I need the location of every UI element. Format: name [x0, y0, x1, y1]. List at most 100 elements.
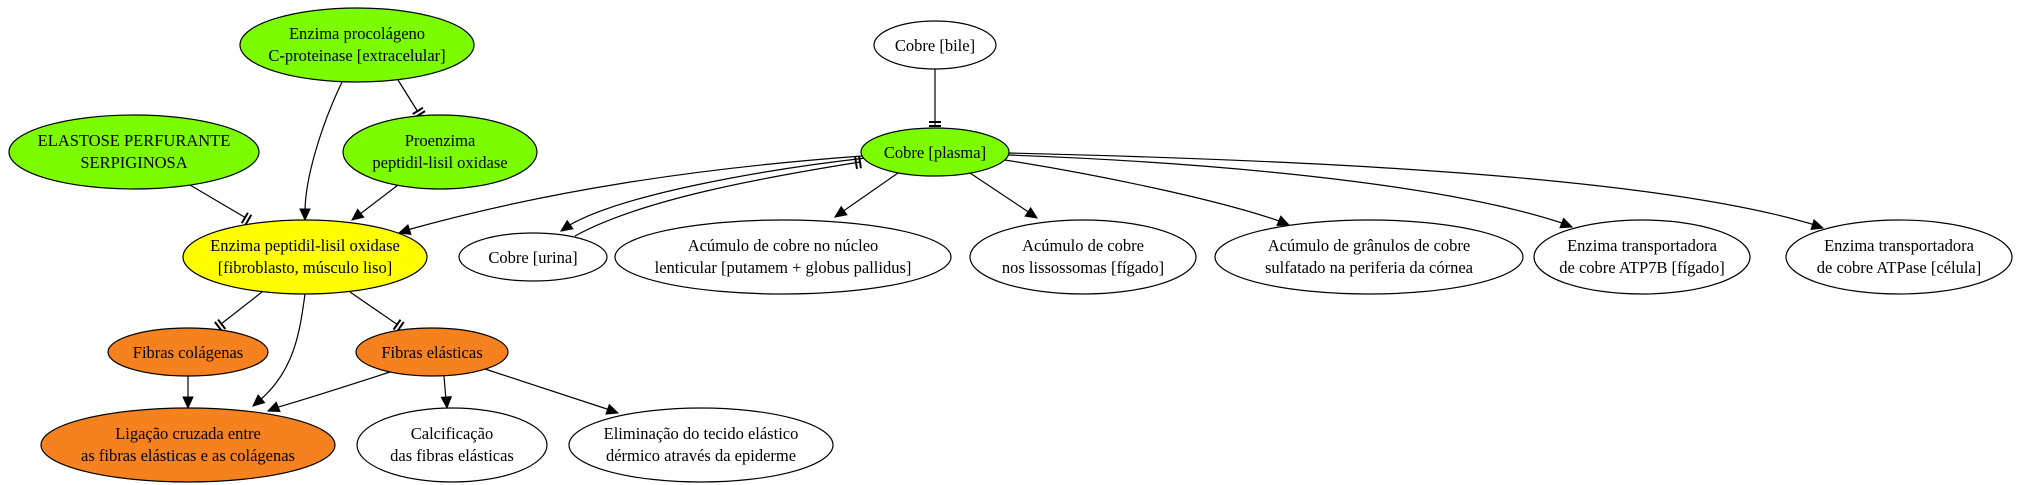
node-label-line: peptidil-lisil oxidase [372, 153, 507, 172]
tee-marker [217, 318, 227, 330]
node-shape [1533, 219, 1751, 295]
node-shape [342, 114, 538, 190]
tee-marker [240, 212, 249, 224]
edge-cobre-bile-to-cobre-plasma [929, 69, 941, 127]
arrowhead-marker [351, 208, 365, 221]
node-label-line: Ligação cruzada entre [115, 424, 261, 443]
node-acumulo-nucleo: Acúmulo de cobre no núcleo lenticular [p… [614, 219, 952, 295]
edge-elasticas-to-calcificacao [440, 375, 453, 410]
edge-enzima-lox-to-ligacao [252, 293, 306, 407]
edge-cobre-plasma-to-acumulo-nucleo [834, 172, 899, 218]
edge-line [359, 184, 399, 215]
node-label-line: Fibras elásticas [381, 343, 482, 362]
node-shape [1214, 219, 1524, 295]
edge-line [349, 291, 399, 326]
edge-procolageno-to-proenzima [397, 79, 426, 119]
arrowhead-marker [834, 205, 848, 218]
edge-elasticas-to-ligacao [266, 371, 391, 412]
node-label-line: SERPIGINOSA [80, 153, 187, 172]
node-acumulo-lisossomas: Acúmulo de cobre nos lissossomas [fígado… [969, 219, 1197, 295]
edge-line [574, 161, 861, 237]
node-shape [355, 327, 509, 377]
arrowhead-marker [1810, 219, 1825, 231]
node-label-line: [fibroblasto, músculo liso] [218, 258, 393, 277]
node-label-line: Proenzima [405, 131, 476, 150]
node-label-line: ELASTOSE PERFURANTE [38, 131, 231, 150]
node-shape [239, 7, 475, 83]
node-label-line: Cobre [bile] [895, 36, 975, 55]
node-calcificacao: Calcificação das fibras elásticas [356, 407, 548, 483]
arrowhead-marker [1024, 206, 1039, 219]
edge-elastose-to-enzima-lox [189, 184, 253, 226]
node-shape [8, 114, 260, 190]
edge-line [274, 371, 391, 409]
edge-line [1004, 159, 1283, 223]
edge-line [189, 184, 247, 219]
node-label-line: Cobre [plasma] [884, 143, 986, 162]
node-cobre-bile: Cobre [bile] [873, 20, 997, 70]
node-label-line: dérmico através da epiderme [606, 446, 796, 465]
node-shape [614, 219, 952, 295]
node-label-line: Acúmulo de grânulos de cobre [1268, 236, 1471, 255]
tee-marker [412, 106, 424, 115]
arrowhead-marker [252, 394, 266, 407]
node-atpase: Enzima transportadora de cobre ATPase [c… [1785, 219, 2013, 295]
tee-marker [392, 319, 402, 331]
node-label-line: de cobre ATP7B [fígado] [1559, 258, 1724, 277]
node-shape [182, 219, 428, 295]
edge-line [969, 172, 1031, 214]
arrowhead-marker [266, 401, 281, 412]
edge-line [484, 368, 611, 411]
edge-cobre-plasma-to-acumulo-lisossomas [969, 172, 1039, 219]
node-label-line: Enzima peptidil-lisil oxidase [210, 236, 400, 255]
edge-cobre-plasma-to-cobre-urina [560, 157, 867, 232]
node-shape [1785, 219, 2013, 295]
node-cobre-plasma: Cobre [plasma] [860, 127, 1010, 177]
edge-procolageno-to-enzima-lox [299, 81, 343, 222]
edges-layer [182, 69, 1825, 415]
node-label-line: nos lissossomas [fígado] [1002, 258, 1164, 277]
edge-line [406, 155, 863, 231]
edge-line [397, 79, 419, 113]
node-label-line: Enzima transportadora [1824, 236, 1974, 255]
node-label-line: Acúmulo de cobre [1022, 236, 1144, 255]
tee-marker [858, 156, 862, 169]
edge-line [443, 375, 447, 401]
arrowhead-marker [440, 396, 453, 410]
edge-cobre-plasma-to-enzima-lox [397, 155, 863, 236]
node-atp7b: Enzima transportadora de cobre ATP7B [fí… [1533, 219, 1751, 295]
node-label-line: Enzima transportadora [1567, 236, 1717, 255]
edge-cobre-plasma-to-atpase [1008, 152, 1825, 231]
edge-line [304, 81, 343, 213]
edge-cobre-plasma-to-acumulo-cornea [1004, 159, 1291, 226]
node-label-line: Acúmulo de cobre no núcleo [688, 236, 879, 255]
node-label-line: de cobre ATPase [célula] [1817, 258, 1981, 277]
node-label-line: Cobre [urina] [488, 248, 577, 267]
node-shape [969, 219, 1197, 295]
arrowhead-marker [299, 208, 311, 222]
arrowhead-marker [1559, 217, 1574, 229]
tee-marker [244, 214, 253, 226]
node-label-line: lenticular [putamem + globus pallidus] [655, 258, 912, 277]
node-ligacao: Ligação cruzada entre as fibras elástica… [40, 407, 336, 483]
node-elasticas: Fibras elásticas [355, 327, 509, 377]
node-shape [107, 327, 269, 377]
edge-line [841, 172, 899, 213]
edge-line [220, 291, 263, 325]
node-eliminacao: Eliminação do tecido elástico dérmico at… [568, 407, 834, 483]
node-shape [356, 407, 548, 483]
node-elastose: ELASTOSE PERFURANTE SERPIGINOSA [8, 114, 260, 190]
node-label-line: Calcificação [411, 424, 493, 443]
tee-marker [854, 156, 858, 169]
node-shape [568, 407, 834, 483]
nodes-layer: Enzima procolágeno C-proteinase [extrace… [8, 7, 2013, 483]
edge-line [567, 157, 867, 227]
edge-cobre-urina-to-cobre-plasma [574, 156, 862, 237]
arrowhead-marker [605, 403, 620, 415]
arrowhead-marker [1276, 215, 1291, 226]
arrowhead-marker [560, 219, 574, 232]
arrowhead-marker [182, 396, 194, 410]
node-acumulo-cornea: Acúmulo de grânulos de cobre sulfatado n… [1214, 219, 1524, 295]
edge-elasticas-to-eliminacao [484, 368, 620, 415]
